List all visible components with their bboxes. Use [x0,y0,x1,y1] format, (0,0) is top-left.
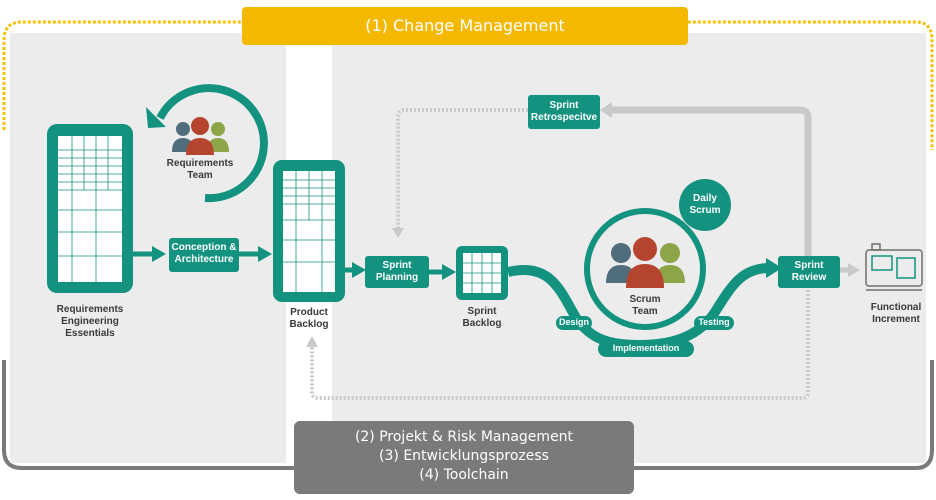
testing-pill [694,316,734,330]
bottom-banner-label: (2) Projekt & Risk Management (3) Entwic… [294,428,634,485]
banner-line-project-risk: (2) Projekt & Risk Management [354,429,574,445]
banner-line-entwicklung: (3) Entwicklungsprozess [379,448,549,464]
review-loop-head [306,336,318,347]
daily-scrum-circle [679,179,731,231]
change-management-label: (1) Change Management [365,16,565,35]
scrum-team-ring [584,208,706,330]
banner-line-toolchain: (4) Toolchain [419,467,509,483]
implementation-pill [598,341,694,357]
review-loop [310,290,810,400]
circular-arrow-icon [156,84,268,203]
retro-loop-right [612,106,812,258]
design-pill [556,316,592,330]
change-management-banner [242,7,688,45]
testing-label: Testing [698,317,730,327]
retro-loop-left-head [392,228,404,238]
design-label: Design [558,317,589,327]
sprint-retro-box [528,95,600,129]
sprint-planning-box [365,256,429,288]
conception-box [169,238,239,272]
implementation-label: Implementation [612,343,680,353]
retro-loop-left [396,108,528,230]
retro-loop-head [600,102,612,118]
bottom-banner [294,421,634,494]
sprint-review-box [778,256,840,288]
requirements-team-people-icon [172,117,229,155]
scrum-team-people-icon [606,237,685,288]
machine-icon [865,243,923,291]
conception-label: Conception &Architecture [171,242,237,265]
